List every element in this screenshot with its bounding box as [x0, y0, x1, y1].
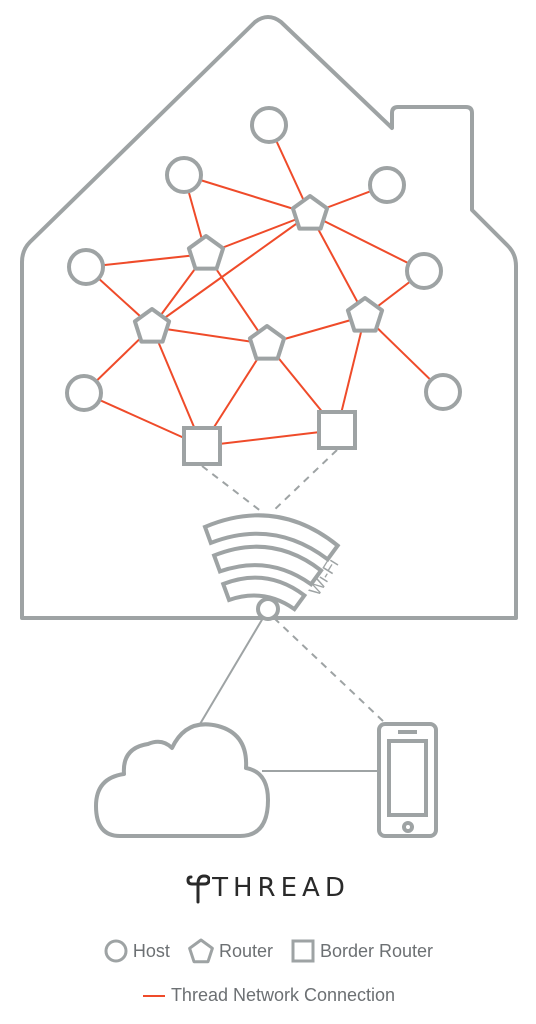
host-node: [250, 106, 288, 144]
host-node: [424, 373, 462, 411]
host-node: [165, 156, 203, 194]
border-router-node: [317, 410, 357, 450]
router-node: [290, 194, 330, 231]
router-node: [132, 307, 172, 344]
legend-border-router-label: Border Router: [320, 940, 434, 961]
border-router-legend-icon: [291, 939, 315, 963]
host-node: [67, 248, 105, 286]
connection-line: [151, 213, 311, 328]
border-router-node: [182, 426, 222, 466]
connection-line: [309, 213, 425, 272]
cloud-icon: [94, 722, 270, 838]
host-legend-icon: [104, 939, 128, 963]
router-node: [345, 296, 385, 333]
legend-connection-row: Thread Network Connection: [0, 984, 536, 1006]
legend-router-label: Router: [218, 940, 273, 961]
house-outline: [20, 15, 518, 620]
router-legend-icon: [188, 938, 214, 964]
connection-line: [309, 213, 366, 317]
smartphone-icon: [377, 722, 438, 838]
router-node: [186, 234, 226, 271]
connection-line: [85, 253, 207, 268]
thread-logo-icon: [186, 874, 211, 904]
legend-item-router: Router: [187, 938, 273, 964]
dashed-link: [271, 449, 338, 513]
host-node: [65, 374, 103, 412]
phone-dashed-link: [273, 617, 385, 723]
connection-line: [151, 326, 268, 345]
thread-logo: THREAD: [0, 872, 536, 912]
logo-text: THREAD: [212, 873, 350, 903]
legend-connection-label: Thread Network Connection: [170, 985, 396, 1006]
legend-host-label: Host: [132, 940, 170, 961]
connection-legend-icon: [142, 994, 165, 997]
wifi-icon: [202, 513, 341, 621]
wifi-access-point: [256, 597, 280, 621]
cloud-link: [199, 617, 264, 725]
host-node: [368, 166, 406, 204]
thread-network-diagram: Wi-Fi: [20, 15, 518, 838]
connection-line: [183, 174, 311, 215]
legend-item-connection: Thread Network Connection: [141, 984, 395, 1006]
legend-item-host: Host: [103, 938, 170, 964]
host-node: [405, 252, 443, 290]
legend-item-border-router: Border Router: [290, 938, 433, 964]
legend: Host Router Border Router: [0, 938, 536, 964]
dashed-link: [201, 465, 263, 513]
router-node: [247, 324, 287, 361]
connection-line: [201, 429, 338, 447]
